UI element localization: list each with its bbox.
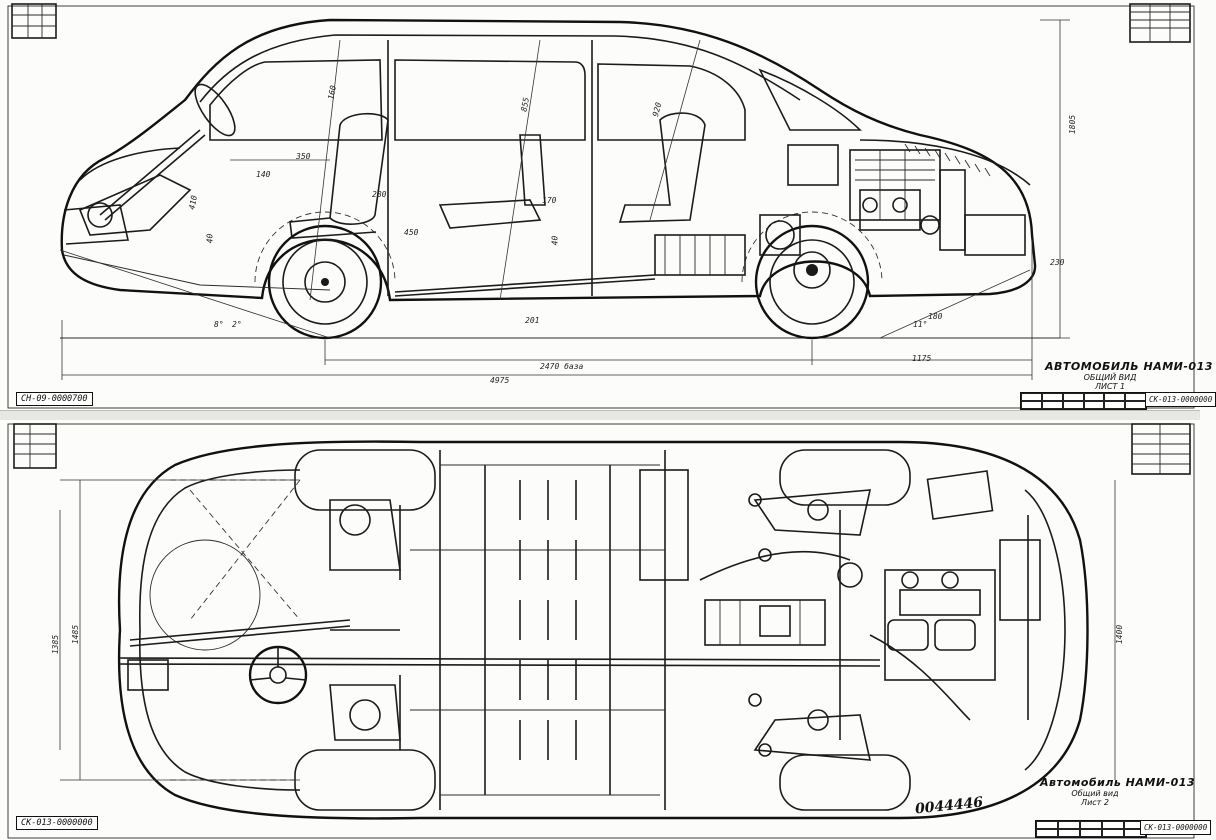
drawing-code-right-top: СК-013-0000000 [1145,392,1216,407]
sheet-frame-bottom [7,423,1195,839]
rear-seat [618,112,706,223]
dim-350: 350 [296,152,311,161]
drawing-title-top: АВТОМОБИЛЬ НАМИ-013 [1045,360,1213,373]
dim-wheelbase: 2470 база [540,362,584,371]
corner-stamp-top-right [1129,3,1191,43]
side-view-sheet: 1805 160 350 855 920 280 450 410 40 40 1… [0,0,1216,410]
rear-quarter-window [758,68,862,131]
dim-280: 280 [372,190,387,199]
plan-view-sheet: 1485 1385 1400 СК-013-0000000 Автомобиль… [0,420,1212,840]
drive-shaft [394,274,656,293]
front-seat [289,112,389,239]
front-bracing [170,479,301,781]
drive-shaft-2 [394,278,656,297]
rear-window [597,63,746,141]
spare-wheel [149,539,261,651]
dim-230: 230 [1050,258,1065,267]
floor-ribs [519,480,577,760]
exhaust-tail [869,634,971,721]
title-block-top: АВТОМОБИЛЬ НАМИ-013 ОБЩИЙ ВИД ЛИСТ 1 [1045,360,1213,391]
rear-wheel-well-left [779,449,911,506]
plan-inner-rear [1024,489,1066,771]
drawing-subtitle-bottom: Общий вид [1071,789,1119,798]
rear-suspension-left [748,489,872,562]
steering-box [127,659,169,691]
rear-suspension-right [748,693,872,761]
plan-inner-front-lower [138,629,301,791]
title-table-top [1020,392,1147,410]
engine-block [787,144,1026,256]
plan-dimension-lines [59,479,1116,781]
engine-cover [859,139,1031,186]
dimension-lines [59,19,1070,380]
sheet-frame [7,5,1195,409]
exhaust-pipe [699,551,851,581]
front-wheel-well-right [294,749,436,811]
front-wheel [254,211,396,340]
air-intake [926,470,994,520]
dim-clearance: 201 [525,316,540,325]
dim-angle-11: 11° [913,320,928,329]
front-window [209,59,383,141]
dim-40-rear: 40 [550,235,560,246]
drawing-title-bottom: Автомобиль НАМИ-013 [1040,776,1196,789]
plan-body-outline [117,440,1089,820]
front-wheel-well-left [294,449,436,511]
plan-steering-wheel [248,645,308,705]
drawing-subtitle-top: ОБЩИЙ ВИД [1083,373,1137,382]
corner-stamp-bottom-left [13,423,57,469]
corner-stamp-top-left [11,3,57,39]
front-linkage [78,174,192,236]
underbody-line [63,254,331,291]
plan-engine [884,569,996,681]
transmission [654,214,801,276]
front-suspension-left [329,499,401,580]
sheet-number-top: ЛИСТ 1 [1094,382,1126,391]
dim-170: 170 [542,196,557,205]
middle-window [394,59,586,141]
front-mechanism [87,202,113,228]
front-bumper-area [63,204,129,245]
front-suspension-right [329,675,401,750]
radiator [999,539,1041,621]
car-body-outline [60,18,1037,302]
plan-view-drawing [7,423,1195,839]
propeller-shaft [119,657,881,667]
dim-height: 1805 [1068,114,1078,135]
dim-450: 450 [404,228,419,237]
corner-stamp-bottom-right [1131,423,1191,475]
rear-wheel [741,211,883,340]
dim-140: 140 [256,170,271,179]
plan-gearbox [704,599,826,646]
hood-line [79,147,181,181]
dim-rear-overhang: 1175 [912,354,932,363]
dim-front-track-outer: 1485 [71,624,81,645]
side-view-drawing [7,3,1195,409]
roof-inner-line [199,34,801,103]
dim-40-front: 40 [205,233,215,244]
floor-panels [410,450,666,810]
steering-wheel [194,83,236,137]
drawing-code-left-bottom: СК-013-0000000 [16,816,98,830]
dim-angle-2: 2° [232,320,242,329]
dim-front-track: 1385 [51,634,61,655]
rear-wheel-well-right [779,754,911,811]
dim-180: 180 [928,312,943,321]
drawing-code-left-top: СН-09-0000700 [16,392,93,406]
title-block-bottom: Автомобиль НАМИ-013 Общий вид Лист 2 [1040,776,1196,807]
dim-angle-8: 8° [214,320,224,329]
dim-rear-track: 1400 [1115,624,1125,645]
plan-inner-front-upper [138,469,301,631]
title-table-bottom [1035,820,1147,838]
drawing-code-right-bottom: СК-013-0000000 [1140,820,1212,835]
differential [837,562,863,588]
battery-box [639,469,689,581]
dim-length: 4975 [490,376,510,385]
steering-rack [129,619,351,647]
middle-seat [438,134,546,229]
sheet-number-bottom: Лист 2 [1081,798,1109,807]
